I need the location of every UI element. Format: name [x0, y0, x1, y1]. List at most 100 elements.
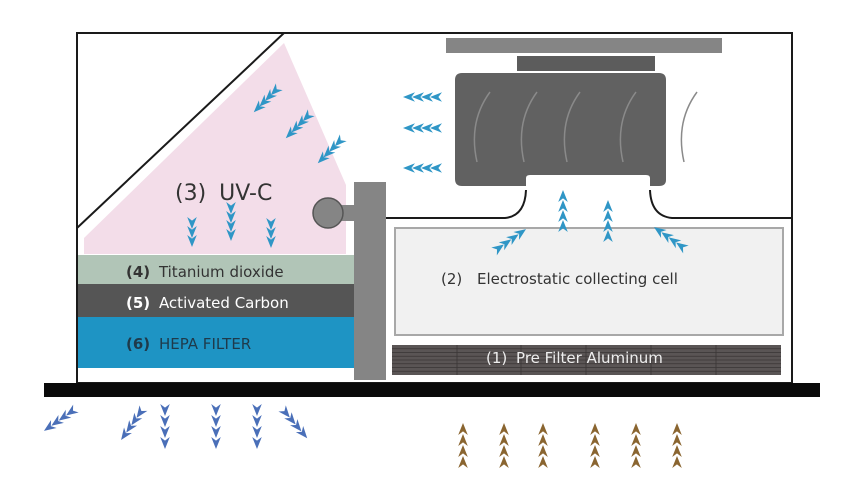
arrowhead — [265, 89, 277, 101]
arrowhead — [631, 445, 641, 457]
cell-intake-arrow — [491, 229, 527, 256]
outflow-arrow — [278, 405, 308, 439]
arrowhead — [458, 445, 468, 457]
hepa-label: (6) HEPA FILTER — [126, 335, 251, 353]
arrowhead — [491, 244, 504, 256]
arrowhead — [653, 227, 667, 238]
arrowhead — [211, 415, 221, 427]
arrowhead — [266, 227, 276, 239]
arrowhead — [499, 456, 509, 468]
outflow-arrow — [121, 405, 148, 441]
arrowhead — [187, 226, 197, 238]
arrowhead — [160, 404, 170, 416]
arrowhead — [430, 123, 442, 133]
titanium-dioxide-layer — [78, 255, 354, 284]
electrostatic-label-num: (2) — [441, 270, 462, 288]
arrowhead — [631, 456, 641, 468]
arrowhead — [252, 415, 262, 427]
arrowhead — [211, 426, 221, 438]
arrowhead — [266, 218, 276, 230]
arrowhead — [285, 126, 298, 139]
arrowhead — [226, 211, 236, 223]
fan-motor-plate — [517, 56, 655, 71]
carbon-label-text: Activated Carbon — [159, 294, 289, 312]
uv-diagonal-arrow — [253, 83, 283, 113]
arrowhead — [259, 94, 272, 107]
arrowhead — [252, 437, 262, 449]
uv-lamp-pillar — [354, 182, 386, 380]
arrowhead — [498, 239, 512, 251]
inflow-arrow — [499, 423, 509, 468]
fan-blade — [473, 91, 491, 163]
arrowhead — [672, 434, 682, 446]
arrowhead — [590, 445, 600, 457]
airflow-arrows — [43, 83, 689, 468]
arrowhead — [421, 123, 433, 133]
arrowhead — [538, 445, 548, 457]
arrowhead — [226, 229, 236, 241]
arrowhead — [672, 423, 682, 435]
outflow-arrow — [252, 404, 262, 449]
arrowhead — [136, 405, 148, 418]
arrowhead — [590, 434, 600, 446]
arrowhead — [295, 426, 308, 439]
arrowhead — [421, 92, 433, 102]
uv-c-zone — [84, 43, 346, 254]
inflow-arrow — [672, 423, 682, 468]
arrowhead — [284, 412, 296, 425]
prefilter-label-text: Pre Filter Aluminum — [516, 349, 663, 367]
arrowhead — [558, 190, 568, 202]
base-bar — [44, 383, 820, 397]
arrowhead — [538, 434, 548, 446]
arrowhead — [266, 236, 276, 248]
arrowhead — [43, 420, 57, 431]
arrowhead — [412, 123, 424, 133]
arrowhead — [291, 120, 304, 133]
arrowhead — [211, 437, 221, 449]
inflow-arrow — [538, 423, 548, 468]
arrowhead — [323, 145, 336, 158]
cell-intake-arrow — [558, 190, 568, 232]
arrowhead — [672, 456, 682, 468]
arrowhead — [66, 404, 79, 416]
cell-intake-arrow — [603, 200, 613, 242]
arrowhead — [253, 100, 266, 113]
arrowhead — [458, 434, 468, 446]
arrowhead — [458, 456, 468, 468]
arrowhead — [558, 200, 568, 212]
electrostatic-label: (2) Electrostatic collecting cell — [441, 270, 678, 288]
arrowhead — [513, 229, 527, 240]
arrowhead — [506, 234, 519, 246]
carbon-label-num: (5) — [126, 294, 150, 312]
hepa-filter-layer — [78, 317, 354, 368]
arrowhead — [458, 423, 468, 435]
uv-c-label-text: UV-C — [219, 181, 272, 206]
arrowhead — [270, 83, 283, 96]
arrowhead — [329, 140, 341, 152]
uv-diagonal-arrow — [285, 109, 315, 139]
arrowhead — [603, 200, 613, 212]
arrowhead — [131, 412, 143, 426]
arrowhead — [499, 445, 509, 457]
arrowhead — [160, 437, 170, 449]
arrowhead — [558, 210, 568, 222]
prefilter-label: (1) Pre Filter Aluminum — [486, 349, 663, 367]
uv-c-label: (3) UV-C — [175, 181, 272, 206]
arrowhead — [403, 92, 415, 102]
arrowhead — [412, 92, 424, 102]
fan-blade — [563, 91, 581, 163]
inflow-arrow — [590, 423, 600, 468]
outflow-arrow — [43, 404, 79, 431]
arrowhead — [211, 404, 221, 416]
hepa-label-text: HEPA FILTER — [159, 335, 251, 353]
uv-downflow-arrow — [266, 218, 276, 248]
arrowhead — [499, 434, 509, 446]
arrowhead — [603, 210, 613, 222]
arrowhead — [558, 220, 568, 232]
arrowhead — [302, 109, 315, 122]
arrowhead — [160, 426, 170, 438]
fan-mount-bar — [446, 38, 722, 53]
outflow-arrow — [160, 404, 170, 449]
arrowhead — [51, 414, 64, 426]
inflow-arrow — [631, 423, 641, 468]
